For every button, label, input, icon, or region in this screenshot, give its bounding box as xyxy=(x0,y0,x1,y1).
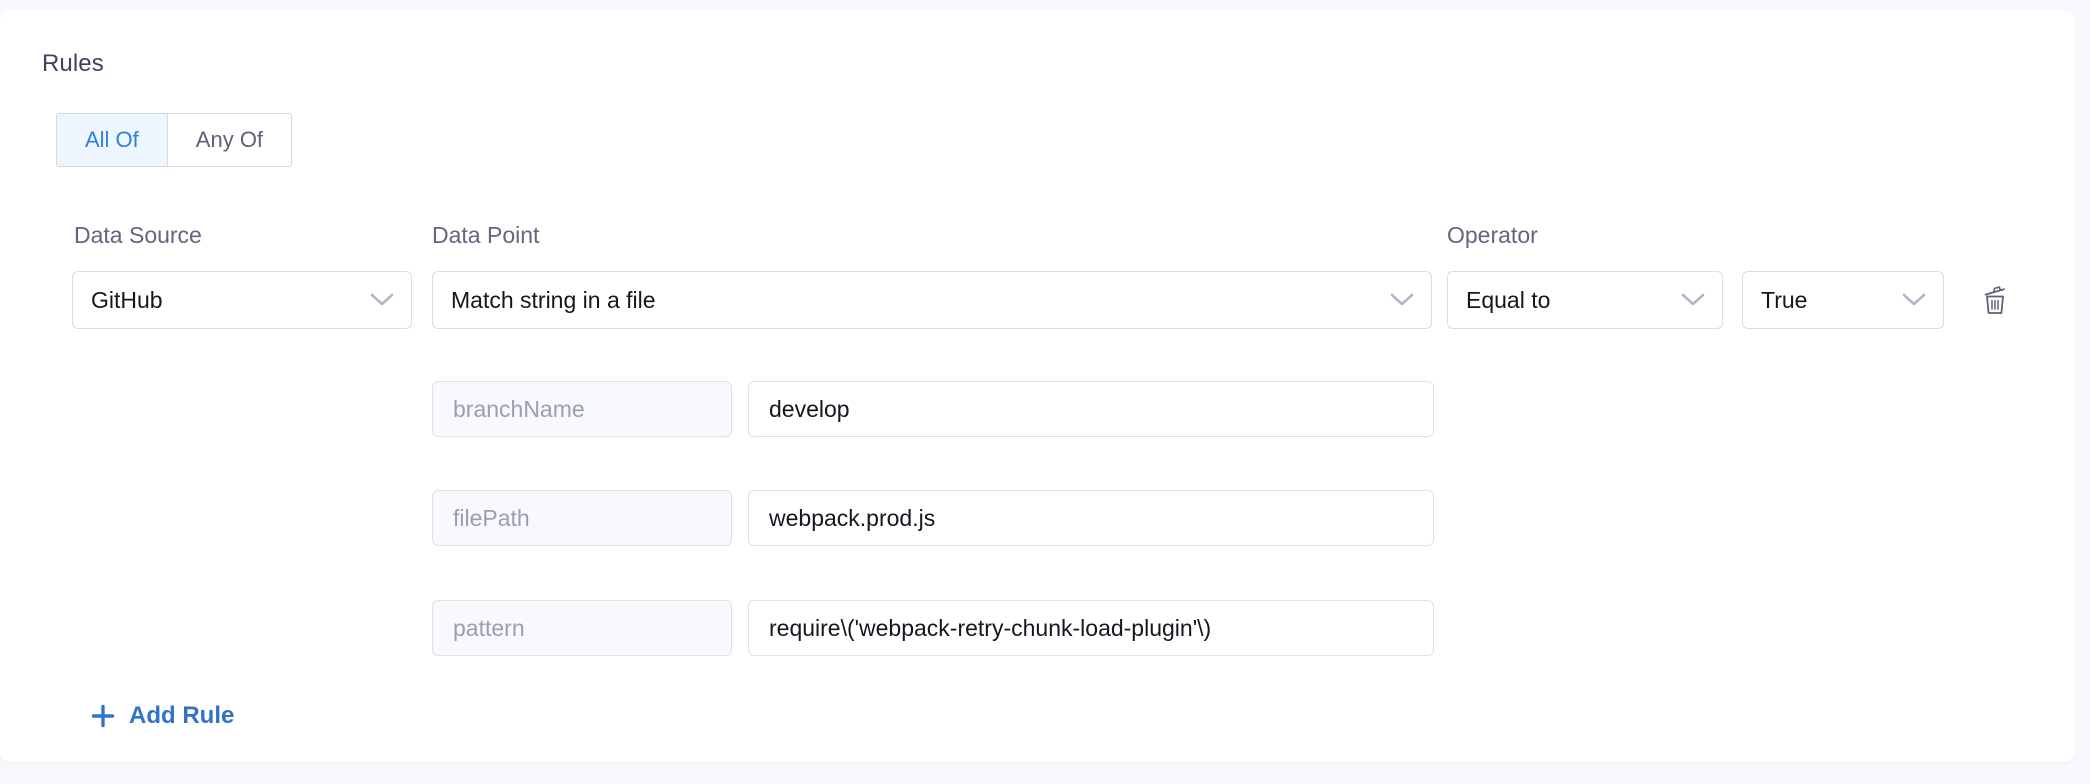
parameter-value-pattern[interactable]: require\('webpack-retry-chunk-load-plugi… xyxy=(748,600,1434,656)
chevron-down-icon xyxy=(1385,293,1419,307)
chevron-down-icon xyxy=(1897,293,1931,307)
plus-icon xyxy=(90,703,116,729)
operator-value-select-value: True xyxy=(1761,286,1808,313)
add-rule-button[interactable]: Add Rule xyxy=(90,702,234,730)
data-source-select[interactable]: GitHub xyxy=(72,271,412,329)
chevron-down-icon xyxy=(1676,293,1710,307)
data-source-column-label: Data Source xyxy=(74,222,202,248)
data-point-select[interactable]: Match string in a file xyxy=(432,271,1432,329)
add-rule-label: Add Rule xyxy=(129,702,235,729)
toggle-any-of[interactable]: Any Of xyxy=(166,114,292,166)
operator-select[interactable]: Equal to xyxy=(1447,271,1723,329)
data-point-column-label: Data Point xyxy=(432,222,540,248)
parameter-row: branchName develop xyxy=(432,381,1434,437)
trash-icon xyxy=(1980,285,2010,320)
parameter-row: pattern require\('webpack-retry-chunk-lo… xyxy=(432,600,1434,656)
parameter-row: filePath webpack.prod.js xyxy=(432,490,1434,546)
parameter-key-pattern: pattern xyxy=(432,600,732,656)
delete-rule-button[interactable] xyxy=(1973,282,2017,322)
parameter-value-branchname[interactable]: develop xyxy=(748,381,1434,437)
chevron-down-icon xyxy=(365,293,399,307)
operator-column-label: Operator xyxy=(1447,222,1538,248)
data-point-select-value: Match string in a file xyxy=(451,286,656,313)
parameter-key-filepath: filePath xyxy=(432,490,732,546)
match-type-toggle-group[interactable]: All Of Any Of xyxy=(56,113,293,167)
parameter-value-filepath[interactable]: webpack.prod.js xyxy=(748,490,1434,546)
page-title: Rules xyxy=(42,50,104,77)
parameter-key-branchname: branchName xyxy=(432,381,732,437)
operator-select-value: Equal to xyxy=(1466,286,1551,313)
operator-value-select[interactable]: True xyxy=(1742,271,1944,329)
toggle-all-of[interactable]: All Of xyxy=(57,114,167,166)
data-source-select-value: GitHub xyxy=(91,286,163,313)
rules-card: Rules All Of Any Of Data Source Data Poi… xyxy=(0,10,2075,762)
